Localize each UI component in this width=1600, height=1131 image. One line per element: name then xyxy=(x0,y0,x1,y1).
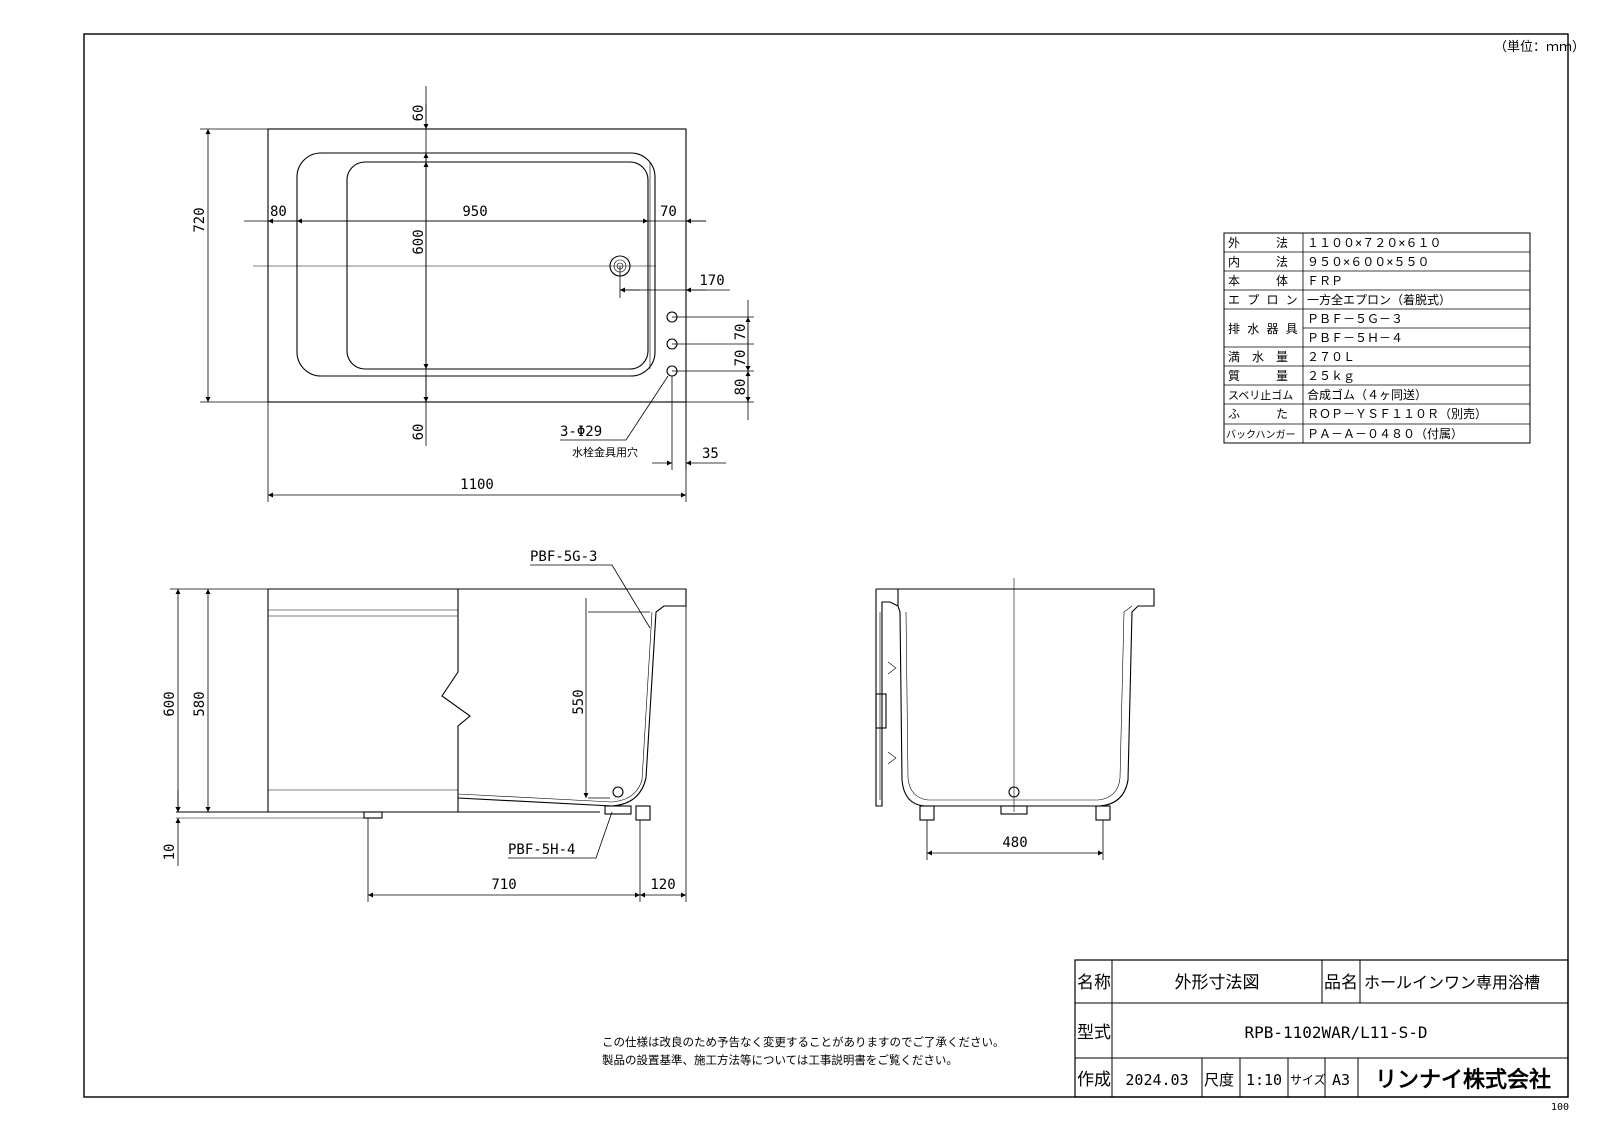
spec-label-2: 本 体 xyxy=(1228,274,1288,288)
spec-value-6: ２５ｋｇ xyxy=(1307,369,1355,383)
model-value: RPB-1102WAR/L11-S-D xyxy=(1244,1023,1427,1042)
spec-label-9: バックハンガー xyxy=(1226,429,1296,441)
spec-label-4: 排 水 器 具 xyxy=(1228,322,1298,336)
dim-580-side: 580 xyxy=(192,691,208,716)
dim-60-top: 60 xyxy=(411,105,427,122)
dim-480: 480 xyxy=(1002,835,1027,851)
side-view: PBF-5G-3 PBF-5H-4 550 600 580 10 710 120 xyxy=(162,549,687,902)
title-block: 名称 外形寸法図 品名 ホールインワン専用浴槽 型式 RPB-1102WAR/L… xyxy=(1074,959,1569,1098)
sheet-border xyxy=(83,33,1569,1098)
spec-label-7: スベリ止ゴム xyxy=(1228,388,1293,402)
notice-line-1: この仕様は改良のため予告なく変更することがありますのでご了承ください。 xyxy=(602,1035,1005,1049)
product-value: ホールインワン専用浴槽 xyxy=(1364,973,1540,992)
scale-value: 1:10 xyxy=(1246,1071,1282,1089)
spec-value-2: ＦＲＰ xyxy=(1307,274,1343,288)
notice-line-2: 製品の設置基準、施工方法等については工事説明書をご覧ください。 xyxy=(602,1053,958,1067)
dim-170: 170 xyxy=(699,273,724,289)
dim-80-b: 80 xyxy=(733,379,749,396)
made-value: 2024.03 xyxy=(1125,1071,1188,1089)
name-value: 外形寸法図 xyxy=(1175,973,1260,993)
dim-35: 35 xyxy=(702,446,719,462)
dim-120: 120 xyxy=(650,877,675,893)
unit-note: （単位：ｍｍ） xyxy=(1494,39,1585,55)
dim-70-a: 70 xyxy=(733,324,749,341)
dim-550: 550 xyxy=(571,689,587,714)
dim-70-b: 70 xyxy=(733,350,749,367)
name-label: 名称 xyxy=(1077,973,1111,993)
spec-value-5: ２７０Ｌ xyxy=(1307,350,1355,364)
dim-80: 80 xyxy=(270,204,287,220)
spec-value-3: 一方全エプロン（着脱式） xyxy=(1307,292,1451,307)
dim-950: 950 xyxy=(462,204,487,220)
spec-label-3: エ プ ロ ン xyxy=(1228,293,1298,307)
top-view: 60 600 60 720 80 950 70 170 70 70 80 xyxy=(192,86,754,502)
spec-table: 外 法 １１００×７２０×６１０ 内 法 ９５０×６００×５５０ 本 体 ＦＲＰ… xyxy=(1223,232,1531,444)
spec-value-4: ＰＢＦ－５Ｇ－３ xyxy=(1307,312,1403,326)
hole-note: 水栓金具用穴 xyxy=(572,445,638,459)
top-rim-inner xyxy=(296,152,656,377)
spec-value-9: ＰＡ－Ａ－０４８０（付属） xyxy=(1307,427,1463,441)
spec-label-8: ふ た xyxy=(1228,407,1288,421)
page-number: 100 xyxy=(1551,1102,1569,1113)
size-label: サイズ xyxy=(1290,1072,1326,1087)
company-logo: リンナイ株式会社 xyxy=(1375,1067,1551,1093)
top-outer-rim xyxy=(267,128,687,403)
spec-value-0: １１００×７２０×６１０ xyxy=(1307,236,1441,250)
spec-value-8: ＲＯＰ－ＹＳＦ１１０Ｒ（別売） xyxy=(1307,406,1487,421)
dim-710: 710 xyxy=(491,877,516,893)
model-label: 型式 xyxy=(1077,1023,1111,1043)
pbf5h-label: PBF-5H-4 xyxy=(508,842,575,858)
dim-720: 720 xyxy=(192,207,208,232)
spec-value-1: ９５０×６００×５５０ xyxy=(1307,255,1429,269)
spec-label-1: 内 法 xyxy=(1228,255,1288,269)
dim-600-top: 600 xyxy=(411,229,427,254)
scale-label: 尺度 xyxy=(1204,1071,1234,1089)
spec-value-4b: ＰＢＦ－５Ｈ－４ xyxy=(1307,331,1403,345)
dim-70-right: 70 xyxy=(660,204,677,220)
dim-600-side: 600 xyxy=(162,691,178,716)
pbf5g-label: PBF-5G-3 xyxy=(530,549,597,565)
spec-label-0: 外 法 xyxy=(1228,236,1288,250)
notice: この仕様は改良のため予告なく変更することがありますのでご了承ください。 製品の設… xyxy=(602,1035,1005,1067)
product-label: 品名 xyxy=(1324,973,1358,993)
size-value: A3 xyxy=(1332,1071,1350,1089)
made-label: 作成 xyxy=(1077,1070,1111,1090)
dim-1100: 1100 xyxy=(460,477,494,493)
top-basin xyxy=(346,161,649,370)
spec-label-5: 満 水 量 xyxy=(1228,350,1288,364)
spec-label-6: 質 量 xyxy=(1228,368,1288,383)
dim-10: 10 xyxy=(162,844,178,861)
end-view: 480 xyxy=(875,578,1155,860)
hole-label: 3-Φ29 xyxy=(560,424,602,440)
spec-value-7: 合成ゴム（４ヶ同送） xyxy=(1307,387,1427,402)
dim-60-bottom: 60 xyxy=(411,424,427,441)
